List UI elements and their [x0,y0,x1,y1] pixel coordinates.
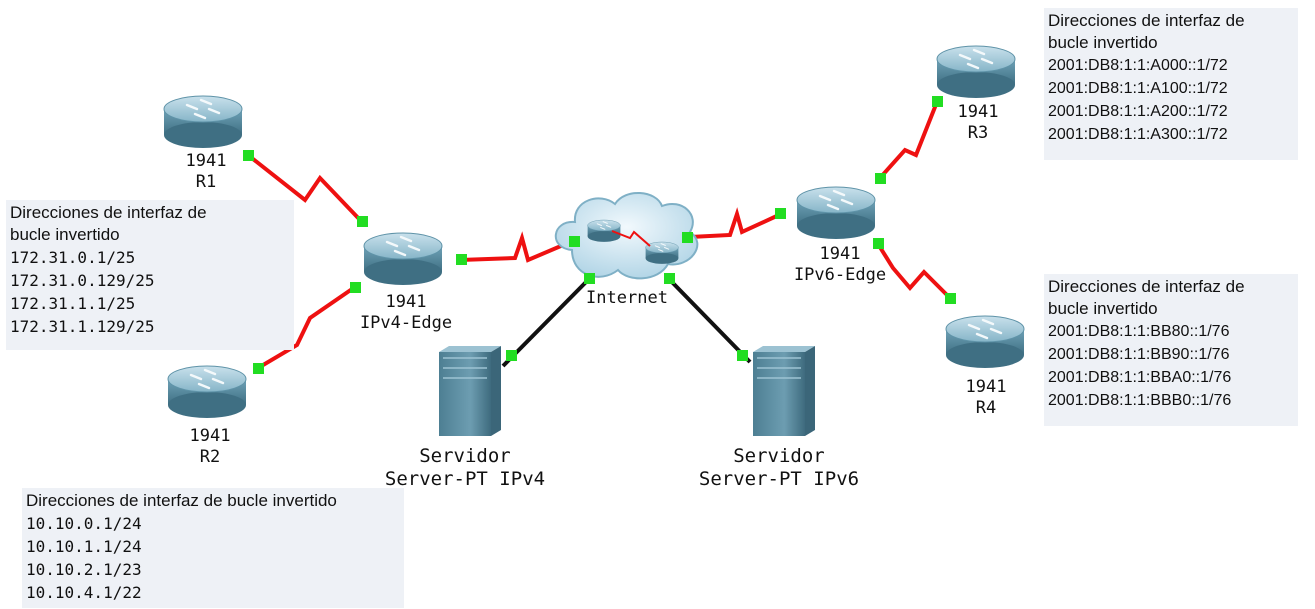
ipv6-edge-model: 1941 [819,244,861,264]
note-title: Direcciones de interfaz de bucle inverti… [26,491,337,510]
r1-model: 1941 [185,151,227,171]
server-ipv4-line1: Servidor [419,445,511,467]
r3-name: R3 [967,123,989,143]
port-ipv6edge-r4 [873,238,884,249]
loopback-address: 10.10.4.1/22 [26,583,142,602]
port-r4 [945,293,956,304]
loopback-note-top-right: Direcciones de interfaz de bucle inverti… [1044,8,1298,160]
server-ipv4-label: Servidor Server-PT IPv4 [380,445,550,491]
ipv6-edge-name: IPv6-Edge [793,265,887,285]
r4-name: R4 [975,398,997,418]
serial-link-ipv4edge-internet [459,231,576,263]
serial-link-ipv6edge-r3 [878,101,939,180]
r1-name: R1 [195,172,217,192]
r3-model: 1941 [957,102,999,122]
port-server-ipv4 [506,350,517,361]
port-server-ipv6 [737,350,748,361]
note-title-line2: bucle invertido [1048,33,1158,52]
ipv4-edge-label: 1941 IPv4-Edge [346,292,466,334]
loopback-address: 2001:DB8:1:1:A200::1/72 [1048,103,1228,120]
port-internet-ipv6edge [682,232,693,243]
r4-label: 1941 R4 [956,377,1016,419]
loopback-address: 10.10.0.1/24 [26,514,142,533]
note-title-line2: bucle invertido [10,225,120,244]
server-ipv4-line2: Server-PT IPv4 [384,468,546,490]
server-ipv6-line1: Servidor [733,445,825,467]
router-r4[interactable] [944,314,1026,370]
note-title-line1: Direcciones de interfaz de [10,203,207,222]
ipv4-edge-model: 1941 [385,292,427,312]
server-ipv6-line2: Server-PT IPv6 [698,468,860,490]
loopback-address: 172.31.0.1/25 [10,248,136,267]
serial-link-r2-ipv4edge [256,285,357,370]
loopback-address: 172.31.1.1/25 [10,294,136,313]
port-ipv4edge-r2 [350,282,361,293]
links [246,101,952,370]
port-r2 [253,363,264,374]
serial-link-ipv6edge-r4 [876,242,952,300]
router-r1[interactable] [162,94,244,150]
router-ipv6-edge[interactable] [795,185,877,241]
loopback-address: 2001:DB8:1:1:BBB0::1/76 [1048,392,1232,409]
r4-model: 1941 [965,377,1007,397]
ipv4-edge-name: IPv4-Edge [359,313,453,333]
loopback-note-right: Direcciones de interfaz de bucle inverti… [1044,274,1298,426]
r3-label: 1941 R3 [948,102,1008,144]
router-r3[interactable] [935,44,1017,100]
port-r1 [243,150,254,161]
serial-link-r1-ipv4edge [246,153,364,224]
loopback-note-bottom: Direcciones de interfaz de bucle inverti… [22,488,404,608]
server-ipv4[interactable] [438,345,502,437]
port-internet-ipv4edge [569,236,580,247]
server-ipv6-label: Servidor Server-PT IPv6 [694,445,864,491]
loopback-address: 2001:DB8:1:1:A000::1/72 [1048,57,1228,74]
loopback-address: 2001:DB8:1:1:BBA0::1/76 [1048,369,1232,386]
port-ipv4edge-r1 [357,216,368,227]
loopback-address: 172.31.0.129/25 [10,271,155,290]
link-ports [243,96,956,374]
port-r3 [932,96,943,107]
loopback-address: 10.10.2.1/23 [26,560,142,579]
ethernet-link-internet-server-ipv4 [501,276,592,368]
r2-model: 1941 [189,426,231,446]
internet-cloud[interactable] [554,191,699,280]
loopback-address: 172.31.1.129/25 [10,317,155,336]
port-internet-server-ipv4 [584,273,595,284]
port-ipv6edge-internet [775,208,786,219]
port-ipv6edge-r3 [875,173,886,184]
loopback-note-left: Direcciones de interfaz de bucle inverti… [6,200,294,350]
r1-label: 1941 R1 [176,151,236,193]
internet-label: Internet [586,288,668,308]
ethernet-link-internet-server-ipv6 [666,276,752,364]
r2-label: 1941 R2 [180,426,240,468]
note-title-line1: Direcciones de interfaz de [1048,277,1245,296]
loopback-address: 2001:DB8:1:1:A100::1/72 [1048,80,1228,97]
loopback-address: 2001:DB8:1:1:A300::1/72 [1048,126,1228,143]
server-ipv6[interactable] [752,345,816,437]
loopback-address: 10.10.1.1/24 [26,537,142,556]
serial-link-internet-ipv6edge [689,207,782,239]
loopback-address: 2001:DB8:1:1:BB90::1/76 [1048,346,1230,363]
r2-name: R2 [199,447,221,467]
router-r2[interactable] [166,364,248,420]
loopback-address: 2001:DB8:1:1:BB80::1/76 [1048,323,1230,340]
router-ipv4-edge[interactable] [362,231,444,287]
note-title-line1: Direcciones de interfaz de [1048,11,1245,30]
port-internet-server-ipv6 [664,273,675,284]
port-ipv4edge-internet [456,254,467,265]
ipv6-edge-label: 1941 IPv6-Edge [780,244,900,286]
note-title-line2: bucle invertido [1048,299,1158,318]
